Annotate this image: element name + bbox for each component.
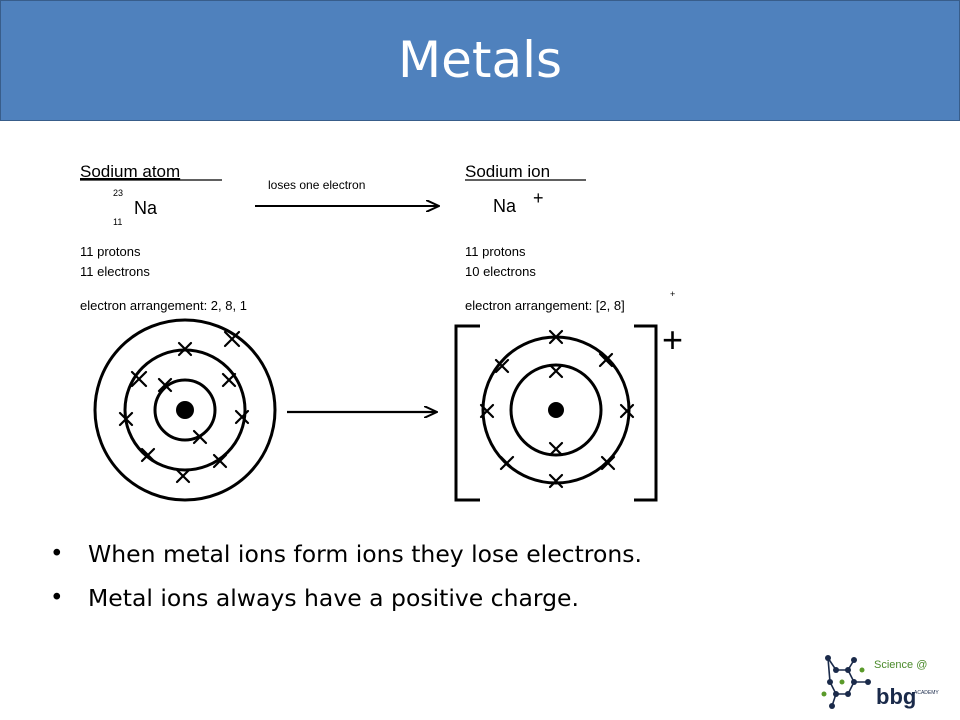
ion-protons: 11 protons (465, 244, 526, 259)
ion-shell-diagram (454, 324, 658, 502)
bullet-item-1: When metal ions form ions they lose elec… (50, 532, 642, 576)
ion-electrons: 10 electrons (465, 264, 536, 279)
ion-symbol: Na (493, 196, 517, 216)
ion-heading: Sodium ion (465, 162, 550, 181)
logo-line3: ACADEMY (914, 690, 939, 696)
atom-electrons: 11 electrons (80, 264, 150, 279)
title-bar: Metals (0, 0, 960, 121)
sodium-ionisation-diagram: Sodium atom 23 11 Na 11 protons 11 elect… (60, 150, 710, 510)
ion-charge: + (533, 188, 544, 208)
arrow-label: loses one electron (268, 178, 365, 192)
logo-line1: Science @ (874, 659, 927, 671)
diagram-svg: Sodium atom 23 11 Na 11 protons 11 elect… (80, 162, 683, 502)
ion-arrangement-charge: + (670, 289, 675, 299)
atom-atomic-number: 11 (113, 217, 122, 227)
school-logo: Science @ bbg ACADEMY (818, 648, 944, 716)
atom-mass-number: 23 (113, 188, 123, 198)
ion-arrangement: electron arrangement: [2, 8] (465, 298, 625, 313)
logo-molecule-icon: Science @ bbg ACADEMY (821, 655, 939, 709)
atom-shell-diagram (93, 318, 277, 502)
atom-arrangement: electron arrangement: 2, 8, 1 (80, 298, 247, 313)
atom-symbol: Na (134, 198, 158, 218)
bullet-list: When metal ions form ions they lose elec… (50, 532, 642, 620)
logo-line2: bbg (876, 684, 916, 709)
ion-bracket-charge: + (662, 319, 683, 360)
bullet-item-2: Metal ions always have a positive charge… (50, 576, 642, 620)
atom-heading: Sodium atom (80, 162, 180, 181)
slide-title: Metals (397, 30, 563, 89)
atom-protons: 11 protons (80, 244, 141, 259)
